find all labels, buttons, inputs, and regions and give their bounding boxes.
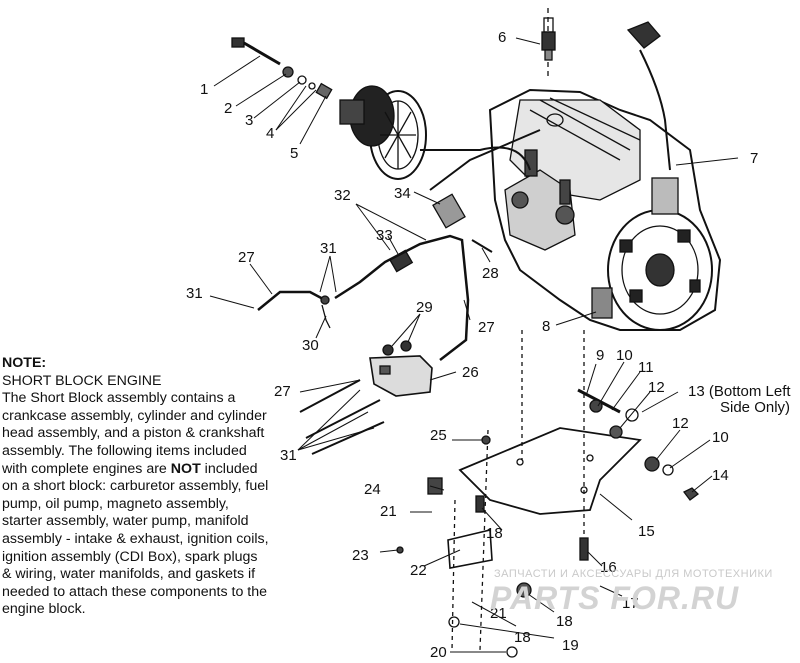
mount-plate-part-15 [458,427,642,515]
callout-16: 16 [600,559,617,576]
callout-labels: 1 2 3 4 5 6 7 8 9 10 11 12 13 (Bottom Le… [186,29,791,661]
callout-15: 15 [638,523,655,540]
callout-27-a: 27 [274,383,291,400]
callout-18-a: 18 [486,525,503,542]
washer-part-10-b [662,464,674,476]
plug-cap [626,21,661,49]
spark-plug-part-6 [541,17,556,61]
callout-7: 7 [750,150,758,167]
nut-part-18-b [516,582,532,598]
callout-10-b: 10 [712,429,729,446]
callout-11: 11 [638,359,654,376]
callout-22: 22 [410,562,427,579]
callout-27-c: 27 [478,319,495,336]
mount-centerline-d [451,499,456,651]
fuel-line-part-27-a [257,290,326,311]
callout-21-a: 21 [380,503,397,520]
callout-12-b: 12 [672,415,689,432]
washer-part-13 [625,408,639,422]
plug-wire [639,49,671,171]
callout-24: 24 [364,481,381,498]
fuel-line-part-27-b [334,234,470,361]
mount-part-12-a [609,425,623,439]
isolator-part-24 [427,477,443,495]
watermark-tagline: ЗАПЧАСТИ И АКСЕССУАРЫ ДЛЯ МОТОТЕХНИКИ [494,568,773,580]
callout-12-a: 12 [648,379,665,396]
tee-fitting-part-30 [321,304,331,329]
callout-10-a: 10 [616,347,633,364]
callout-13-b: Side Only) [720,399,790,416]
callout-8: 8 [542,318,550,335]
bolt-part-1 [231,37,281,66]
callout-26: 26 [462,364,479,381]
washer-part-3 [297,75,307,85]
washer-part-20 [506,646,518,658]
fitting-part-31 [320,295,330,305]
mount-part-12-b [644,456,660,472]
note-title: NOTE: [2,355,47,371]
callout-3: 3 [245,112,253,129]
spacer-part-5 [315,82,333,100]
callout-20: 20 [430,644,447,661]
choke-cable [429,129,541,191]
nut-part-25 [481,435,491,445]
callout-31-b: 31 [320,240,337,257]
note-body-part-1: The Short Block assembly contains a cran… [2,390,267,477]
callout-28: 28 [482,265,499,282]
leader-lines [209,37,739,653]
callout-18-c: 18 [514,629,531,646]
callout-21-b: 21 [490,605,507,622]
callout-30: 30 [302,337,319,354]
note-heading: SHORT BLOCK ENGINE [2,372,162,389]
callout-13: 13 (Bottom Left [688,383,791,400]
bolt-part-16 [579,537,589,561]
callout-27-b: 27 [238,249,255,266]
callout-32: 32 [334,187,351,204]
vent-line-part-28 [471,239,493,253]
impulse-line-c [311,421,385,455]
callout-18-b: 18 [556,613,573,630]
note-body-part-2: included on a short block: carburetor as… [2,460,269,618]
watermark: ЗАПЧАСТИ И АКСЕССУАРЫ ДЛЯ МОТОТЕХНИКИ PA… [482,564,782,620]
drive-clutch-pulley [339,85,427,180]
callout-9: 9 [596,347,604,364]
callout-29: 29 [416,299,433,316]
callout-25: 25 [430,427,447,444]
washer-part-10-a [589,399,603,413]
bolt-part-18-a [475,495,485,513]
callout-23: 23 [352,547,369,564]
callout-1: 1 [200,81,208,98]
washer-part-19 [448,616,460,628]
short-block-note: NOTE: SHORT BLOCK ENGINE The Short Block… [2,355,270,619]
fuel-pump-part-26 [369,340,433,397]
impulse-line-b [305,399,381,439]
watermark-logo: PARTS FOR.RU [490,580,740,616]
callout-31-a: 31 [186,285,203,302]
nut-part-14 [683,487,699,501]
callout-2: 2 [224,100,232,117]
callout-4: 4 [266,125,274,142]
impulse-line-a [299,379,361,413]
washer-part-4 [308,82,316,90]
callout-31-c: 31 [280,447,297,464]
throttle-cable [420,146,531,171]
bracket-part-22 [447,529,493,569]
fuel-filter-part-34 [432,193,466,229]
callout-19: 19 [562,637,579,654]
note-body-emphasis: NOT [170,460,201,477]
engine-block-assembly [488,88,722,331]
callout-5: 5 [290,145,298,162]
callout-17: 17 [622,595,639,612]
callout-34: 34 [394,185,411,202]
callout-6: 6 [498,29,506,46]
callout-14: 14 [712,467,729,484]
callout-33: 33 [376,227,393,244]
